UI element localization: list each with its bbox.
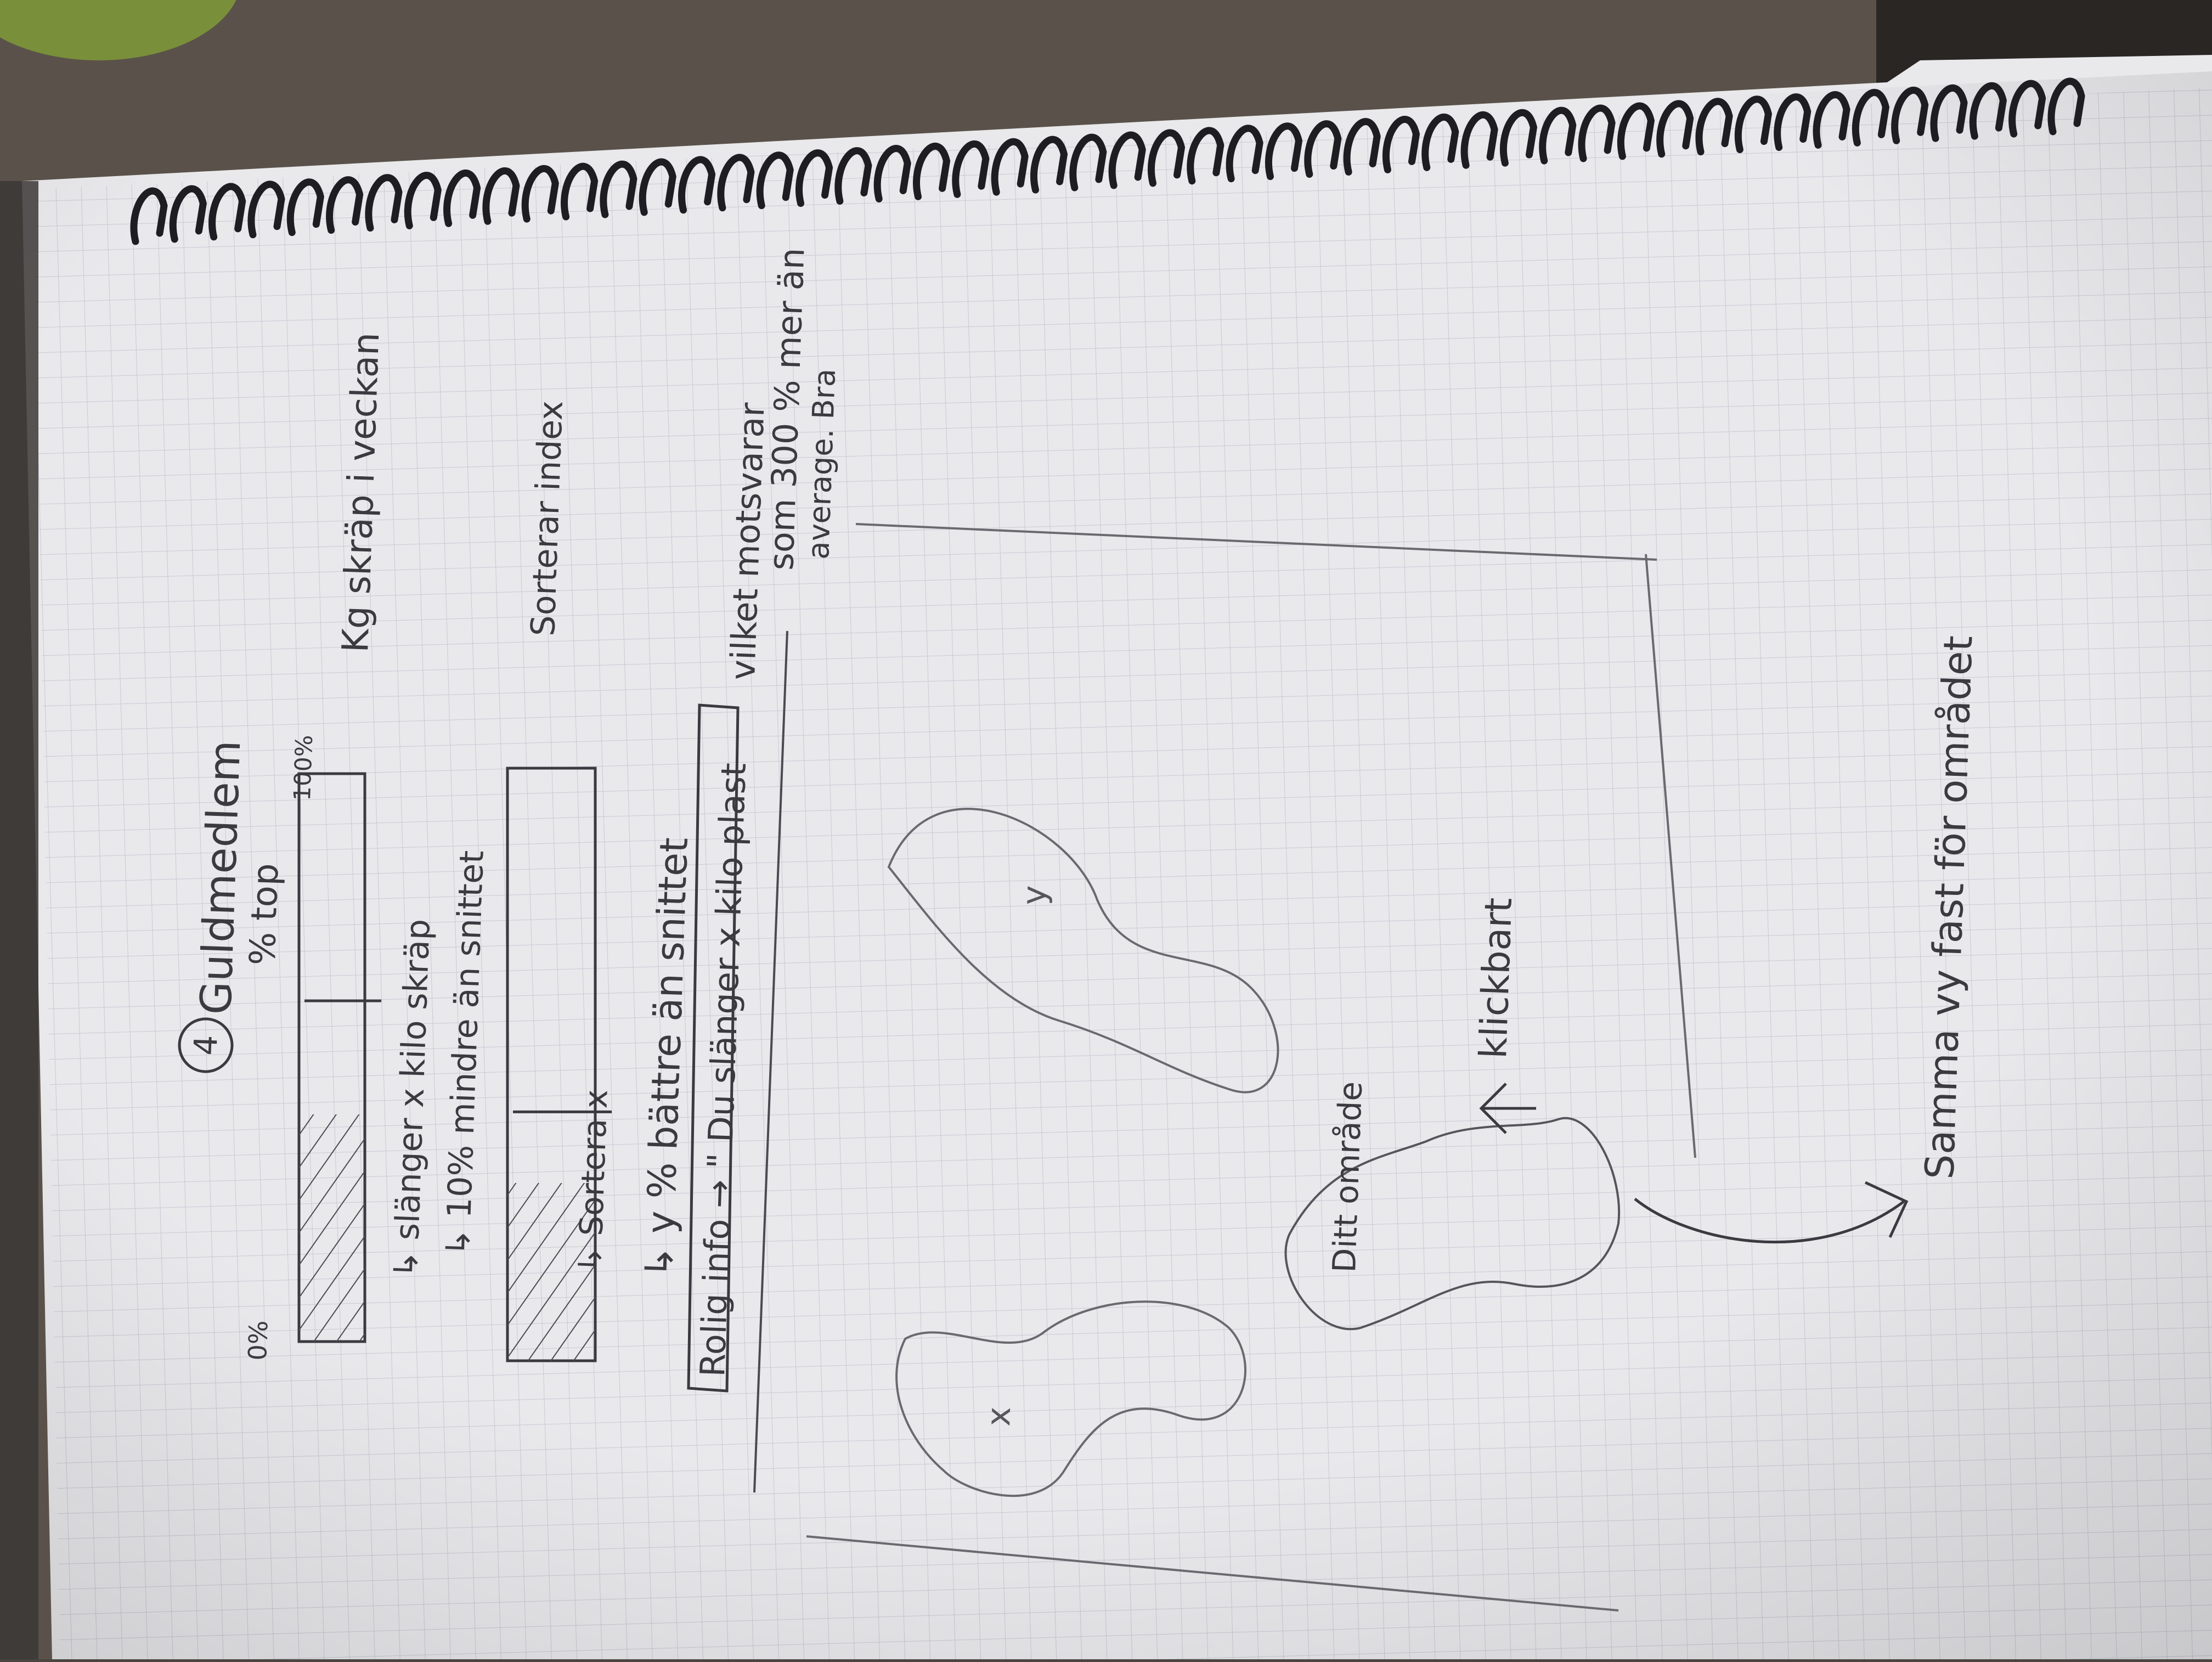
- notebook-page: [0, 55, 2212, 1659]
- spiral-ring: [1304, 120, 1342, 178]
- region-yours-label: Ditt område: [1325, 1081, 1369, 1274]
- spiral-ring: [991, 138, 1029, 196]
- spiral-ring: [1813, 91, 1850, 149]
- spiral-ring: [1695, 98, 1733, 156]
- fruit-corner: [0, 0, 236, 60]
- spiral-ring: [1147, 129, 1186, 187]
- progress-bar-top: [297, 772, 381, 1343]
- percent-top-label: % top: [242, 863, 286, 966]
- spiral-ring: [1578, 104, 1616, 162]
- spiral-ring: [1969, 82, 2007, 140]
- spiral-ring: [1187, 127, 1224, 185]
- spiral-ring: [443, 170, 481, 227]
- spiral-ring: [834, 147, 872, 205]
- spiral-ring: [756, 151, 794, 210]
- spiral-ring: [247, 181, 285, 239]
- spiral-ring: [1774, 93, 1812, 151]
- spiral-ring: [795, 149, 833, 207]
- bullet-sort-x: ↳ Sortera x: [571, 1089, 615, 1274]
- spiral-ring: [913, 143, 951, 200]
- spiral-ring: [286, 178, 324, 236]
- clickable-label: klickbart: [1472, 897, 1521, 1060]
- page-title: Guldmedlem: [191, 740, 250, 1016]
- spiral-ring: [1539, 106, 1577, 165]
- footnote-average: average. Bra: [801, 368, 842, 560]
- spiral-ring: [639, 158, 676, 216]
- separator-line: [753, 630, 788, 1493]
- spiral-ring: [2008, 80, 2046, 138]
- spiral-ring: [169, 185, 207, 243]
- spiral-ring: [326, 176, 364, 234]
- fun-info-tail: vilket motsvarar: [723, 402, 772, 680]
- spiral-ring: [1617, 102, 1655, 160]
- spiral-ring: [1734, 95, 1773, 154]
- spiral-ring: [1421, 114, 1459, 171]
- curved-arrow-icon: [1634, 1198, 1905, 1244]
- spiral-ring: [130, 187, 168, 245]
- spiral-ring: [1382, 116, 1420, 173]
- bar2-side-note: Sorterar index: [524, 400, 571, 636]
- region-y-label: y: [1015, 885, 1054, 906]
- spiral-ring: [208, 183, 246, 241]
- map-region-x: [895, 1300, 1246, 1497]
- spiral-ring: [952, 140, 990, 198]
- bar-fill: [507, 1183, 595, 1361]
- step-number-circle: [178, 1017, 234, 1073]
- bar1-end-label: 100%: [289, 735, 318, 802]
- map-region-yours: [1284, 1117, 1621, 1331]
- sketch-content: 4 Guldmedlem % top 0% 100% Kg skräp i ve…: [178, 247, 1982, 1612]
- page-edge: [0, 181, 38, 1659]
- spiral-ring: [521, 165, 559, 223]
- spiral-ring: [404, 172, 442, 229]
- spiral-ring: [1852, 89, 1889, 147]
- spiral-ring: [482, 167, 520, 225]
- region-x-label: x: [979, 1406, 1018, 1427]
- spiral-ring: [1108, 131, 1146, 189]
- spiral-ring: [1891, 87, 1929, 144]
- spiral-ring: [1930, 84, 1968, 142]
- map-frame: [806, 523, 1696, 1612]
- spiral-ring: [1226, 125, 1263, 183]
- spiral-ring: [1265, 122, 1303, 181]
- bar-fill: [299, 1114, 365, 1342]
- step-number: 4: [187, 1034, 224, 1056]
- spiral-ring: [1656, 100, 1694, 158]
- bar1-start-label: 0%: [242, 1320, 274, 1361]
- spiral-ring: [365, 174, 403, 232]
- spiral-ring: [1069, 133, 1107, 191]
- spiral-ring: [2047, 77, 2085, 136]
- progress-bar-bottom: [506, 767, 612, 1362]
- spiral-ring: [561, 162, 599, 221]
- map-region-y: [887, 808, 1279, 1094]
- spiral-ring: [1343, 118, 1381, 176]
- spiral-ring: [873, 145, 911, 202]
- click-arrow-icon: [1479, 1083, 1536, 1134]
- spiral-ring: [678, 156, 716, 214]
- spiral-ring: [717, 154, 755, 212]
- spiral-ring: [600, 160, 637, 218]
- spiral-ring: [1460, 111, 1498, 169]
- spiral-ring: [1499, 109, 1538, 167]
- spiral-binding: [130, 77, 2085, 245]
- spiral-ring: [1030, 136, 1068, 194]
